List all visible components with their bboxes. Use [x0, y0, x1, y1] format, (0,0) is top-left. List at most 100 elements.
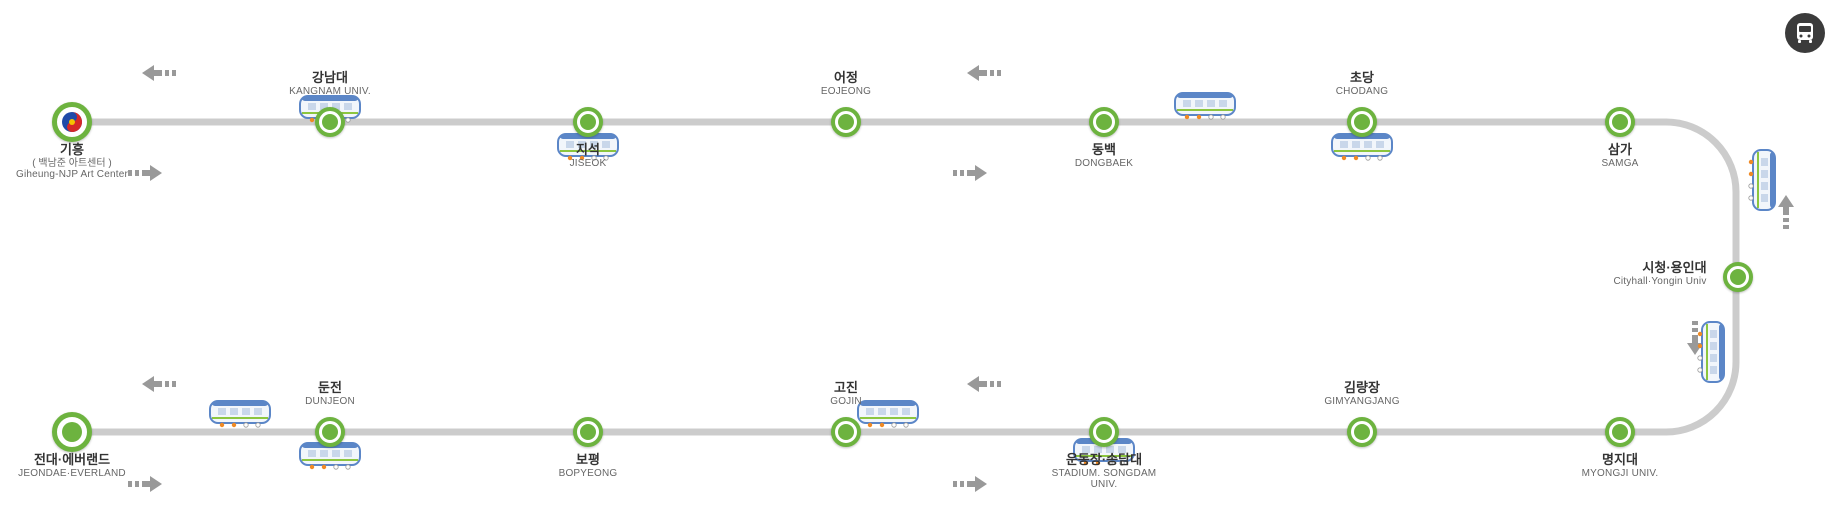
station-chodang[interactable] — [1347, 107, 1377, 137]
station-name-en: Giheung-NJP Art Center — [15, 169, 129, 181]
station-bopyeong[interactable] — [573, 417, 603, 447]
taegeuk-icon — [62, 112, 82, 132]
station-marker — [1605, 417, 1635, 447]
station-myongji[interactable] — [1605, 417, 1635, 447]
direction-arrow-right — [128, 476, 162, 492]
station-dongbaek[interactable] — [1089, 107, 1119, 137]
station-name-en: JEONDAE·EVERLAND — [18, 467, 126, 479]
station-dot — [322, 424, 338, 440]
train-icon — [857, 400, 919, 428]
station-name-en: CHODANG — [1335, 85, 1389, 97]
station-marker — [1347, 417, 1377, 447]
station-name-ko: 강남대 — [312, 70, 348, 85]
station-dot — [580, 424, 596, 440]
station-dot — [1096, 114, 1112, 130]
station-kangnam[interactable] — [315, 107, 345, 137]
station-dot — [1730, 269, 1746, 285]
station-dot — [322, 114, 338, 130]
direction-arrow-right — [953, 165, 987, 181]
station-name-ko: 둔전 — [318, 380, 342, 395]
station-dunjeon[interactable] — [315, 417, 345, 447]
station-name-en: Cityhall·Yongin Univ — [1613, 275, 1707, 287]
station-name-ko: 시청·용인대 — [1642, 260, 1707, 275]
station-marker — [315, 107, 345, 137]
station-cityhall[interactable] — [1723, 262, 1753, 292]
station-name-ko: 명지대 — [1602, 452, 1638, 467]
station-dot — [580, 114, 596, 130]
station-marker — [1723, 262, 1753, 292]
station-samga[interactable] — [1605, 107, 1635, 137]
station-marker — [52, 412, 92, 452]
station-label-giheung: 기흥( 백남준 아트센터 )Giheung-NJP Art Center — [15, 142, 129, 181]
train-icon — [1331, 133, 1393, 161]
station-marker — [1347, 107, 1377, 137]
direction-arrow-right — [128, 165, 162, 181]
station-marker — [315, 417, 345, 447]
train-icon — [299, 442, 361, 470]
station-name-en: JISEOK — [569, 157, 607, 169]
station-dot — [1096, 424, 1112, 440]
station-jiseok[interactable] — [573, 107, 603, 137]
station-name-en: MYONGJI UNIV. — [1581, 467, 1659, 479]
station-name-en: GOJIN — [830, 395, 862, 407]
station-name-ko: 전대·에버랜드 — [33, 452, 111, 467]
station-dot — [1354, 114, 1370, 130]
station-name-en: SAMGA — [1601, 157, 1639, 169]
bus-button[interactable] — [1785, 13, 1825, 53]
direction-arrow-down — [1687, 321, 1703, 355]
station-name-ko: 삼가 — [1608, 142, 1632, 157]
station-giheung[interactable] — [52, 102, 92, 142]
direction-arrow-left — [142, 376, 176, 392]
station-name-en: BOPYEONG — [558, 467, 618, 479]
direction-arrow-right — [953, 476, 987, 492]
station-name-ko: 동백 — [1092, 142, 1116, 157]
station-dot — [838, 114, 854, 130]
station-marker — [831, 107, 861, 137]
station-name-ko: 운동장·송담대 — [1065, 452, 1143, 467]
station-name-ko: 고진 — [834, 380, 858, 395]
station-jeondae[interactable] — [52, 412, 92, 452]
direction-arrow-left — [142, 65, 176, 81]
station-marker — [573, 417, 603, 447]
station-name-en: DUNJEON — [305, 395, 355, 407]
station-name-ko: 초당 — [1350, 70, 1374, 85]
station-marker — [52, 102, 92, 142]
station-gimyangjang[interactable] — [1347, 417, 1377, 447]
train-icon — [1697, 321, 1725, 383]
station-dot — [1612, 114, 1628, 130]
train-icon — [1174, 92, 1236, 120]
station-name-ko: 보평 — [576, 452, 600, 467]
station-dot — [1354, 424, 1370, 440]
train-icon — [209, 400, 271, 428]
station-name-ko: 기흥 — [60, 142, 84, 157]
station-stadium[interactable] — [1089, 417, 1119, 447]
station-dot — [1612, 424, 1628, 440]
station-dot — [62, 422, 82, 442]
station-name-en: GIMYANGJANG — [1324, 395, 1400, 407]
station-gojin[interactable] — [831, 417, 861, 447]
station-eojeong[interactable] — [831, 107, 861, 137]
station-name-ko: 어정 — [834, 70, 858, 85]
station-name-ko: 지석 — [576, 142, 600, 157]
train-icon — [1748, 149, 1776, 211]
direction-arrow-up — [1778, 195, 1794, 229]
station-name-en: KANGNAM UNIV. — [289, 85, 371, 97]
station-name-en: STADIUM. SONGDAM UNIV. — [1051, 467, 1157, 491]
station-name-en: DONGBAEK — [1074, 157, 1134, 169]
direction-arrow-left — [967, 376, 1001, 392]
station-marker — [831, 417, 861, 447]
station-name-en: EOJEONG — [820, 85, 872, 97]
